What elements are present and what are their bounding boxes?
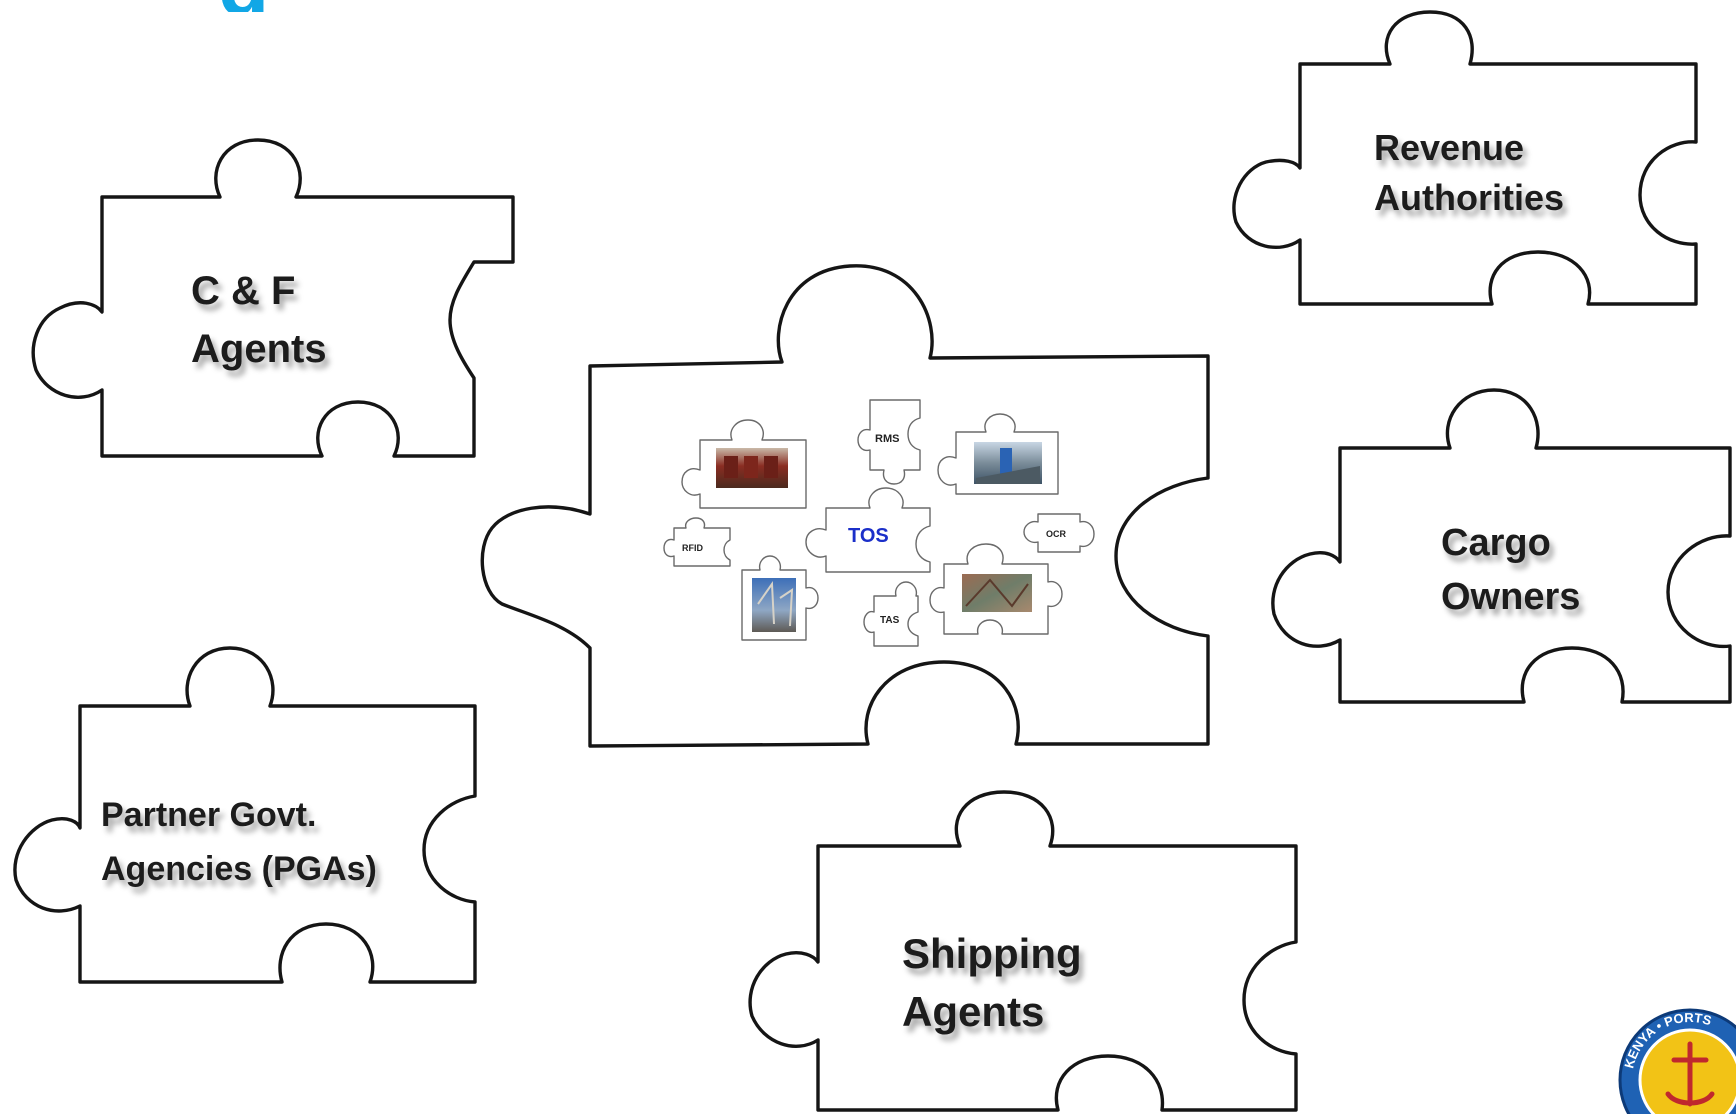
mini-piece-ocr: OCR bbox=[1023, 513, 1095, 553]
mini-piece-tas: TAS bbox=[863, 581, 919, 647]
piece-cf-agents: C & F Agents bbox=[31, 138, 515, 458]
revenue-authorities-line-1: Revenue bbox=[1374, 127, 1524, 168]
rfid-label: RFID bbox=[682, 543, 703, 553]
piece-cargo-owners: Cargo Owners bbox=[1271, 388, 1732, 704]
rms-label: RMS bbox=[875, 433, 899, 445]
title-fragment: g bbox=[218, 0, 278, 12]
shipping-agents-line-2: Agents bbox=[902, 988, 1044, 1035]
mini-piece-cargo-yard bbox=[929, 543, 1063, 635]
mini-piece-ship-quay bbox=[937, 413, 1059, 495]
anchor-icon bbox=[1665, 1041, 1715, 1107]
tas-label: TAS bbox=[880, 615, 900, 626]
mini-piece-red-building bbox=[681, 419, 807, 509]
piece-shipping-agents: Shipping Agents bbox=[748, 790, 1298, 1112]
cargo-owners-line-2: Owners bbox=[1441, 576, 1580, 618]
piece-revenue-authorities: Revenue Authorities bbox=[1232, 10, 1698, 306]
pga-line-2: Agencies (PGAs) bbox=[101, 850, 377, 888]
piece-center-tos: RMS RFID TOS OCR bbox=[480, 264, 1210, 748]
piece-center-outline bbox=[480, 264, 1210, 748]
mini-piece-rms: RMS bbox=[857, 399, 921, 485]
mini-piece-port-crane bbox=[741, 555, 819, 641]
cf-agents-line-2: Agents bbox=[191, 327, 327, 371]
shipping-agents-line-1: Shipping bbox=[902, 930, 1082, 977]
piece-cargo-owners-outline bbox=[1271, 388, 1732, 704]
revenue-authorities-line-2: Authorities bbox=[1374, 177, 1564, 218]
cf-agents-line-1: C & F bbox=[191, 269, 295, 313]
pga-line-1: Partner Govt. bbox=[101, 796, 316, 834]
tos-label: TOS bbox=[848, 525, 889, 547]
kenya-ports-authority-logo: KENYA • PORTS bbox=[1618, 1008, 1736, 1114]
ocr-label: OCR bbox=[1046, 529, 1067, 539]
piece-partner-govt-agencies: Partner Govt. Agencies (PGAs) bbox=[13, 646, 477, 984]
mini-piece-tos: TOS bbox=[805, 487, 931, 573]
piece-cf-agents-outline bbox=[31, 138, 515, 458]
mini-piece-rfid: RFID bbox=[663, 517, 731, 567]
piece-partner-govt-agencies-outline bbox=[13, 646, 477, 984]
cargo-owners-line-1: Cargo bbox=[1441, 522, 1551, 564]
piece-shipping-agents-outline bbox=[748, 790, 1298, 1112]
piece-revenue-authorities-outline bbox=[1232, 10, 1698, 306]
